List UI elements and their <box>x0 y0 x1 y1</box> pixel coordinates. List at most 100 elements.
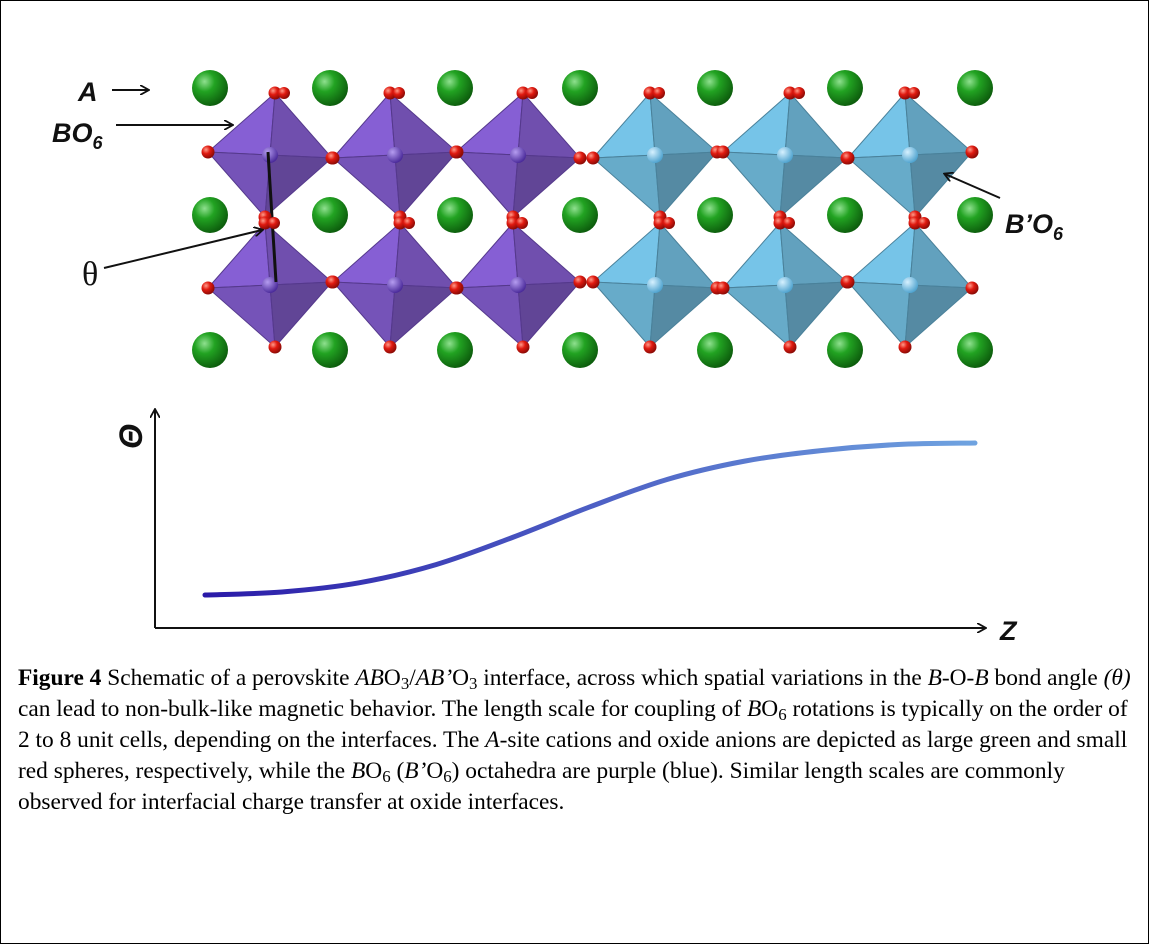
a-site-sphere <box>957 197 993 233</box>
octahedron-face <box>591 154 661 219</box>
octahedron-face <box>721 151 786 219</box>
a-site-sphere <box>312 332 348 368</box>
oxygen-sphere <box>841 151 855 165</box>
x-axis-label: Z <box>999 616 1018 646</box>
oxygen-sphere <box>898 86 912 100</box>
octahedron-face <box>904 91 974 156</box>
b-cation <box>510 277 526 293</box>
oxygen-sphere <box>918 217 930 229</box>
oxygen-spheres <box>201 86 979 354</box>
b-o-b-bond-line <box>266 151 278 283</box>
theta-vs-z-plot: Θ Z <box>113 410 1018 646</box>
octahedron-face <box>721 91 791 156</box>
a-site-sphere <box>562 332 598 368</box>
bo6-octahedron <box>454 91 582 219</box>
bprime-o6-octahedron <box>591 91 719 219</box>
a-site-sphere <box>697 70 733 106</box>
a-site-sphere <box>312 197 348 233</box>
oxygen-sphere <box>449 145 463 159</box>
oxygen-sphere <box>793 87 805 99</box>
oxygen-sphere <box>653 216 667 230</box>
oxygen-sphere <box>201 145 215 159</box>
oxygen-sphere <box>586 275 600 289</box>
octahedron-face <box>591 91 656 159</box>
octahedron-face <box>846 91 911 159</box>
bprime-o6-octahedron <box>721 91 849 219</box>
oxygen-sphere <box>449 281 463 295</box>
bprime-cation <box>777 147 793 163</box>
bo6-octahedron <box>331 221 459 349</box>
bprime-cation <box>777 277 793 293</box>
figure-label: Figure 4 <box>18 665 102 691</box>
oxygen-sphere <box>965 145 979 159</box>
oxygen-sphere <box>516 86 530 100</box>
b-cation <box>387 277 403 293</box>
theta-arrow <box>103 230 262 269</box>
oxygen-sphere <box>393 216 407 230</box>
octahedron-face <box>654 151 719 219</box>
b-cation <box>262 147 278 163</box>
octahedron-face <box>264 154 334 219</box>
octahedron-face <box>721 284 791 349</box>
bprime-cation <box>902 277 918 293</box>
oxygen-sphere <box>506 216 520 230</box>
oxygen-sphere <box>908 216 922 230</box>
octahedron-face <box>591 281 656 349</box>
oxygen-sphere <box>573 275 587 289</box>
b-cation <box>262 277 278 293</box>
oxygen-sphere <box>965 281 979 295</box>
a-site-sphere <box>192 197 228 233</box>
theta-structure-label: θ <box>82 256 98 293</box>
a-site-sphere <box>437 197 473 233</box>
bprime-o6-octahedron <box>846 221 974 349</box>
octahedron-face <box>206 221 271 289</box>
figure-caption: Figure 4 Schematic of a perovskite ABO3/… <box>18 665 1131 815</box>
b-cation <box>387 147 403 163</box>
octahedron-face <box>779 221 849 286</box>
bprime-arrow <box>945 174 1001 199</box>
oxygen-sphere <box>783 86 797 100</box>
oxygen-sphere <box>326 275 340 289</box>
octahedron-face <box>454 221 519 289</box>
a-site-sphere <box>437 70 473 106</box>
oxygen-sphere <box>393 87 405 99</box>
a-site-sphere <box>562 197 598 233</box>
a-site-sphere <box>192 70 228 106</box>
octahedron-face <box>512 154 582 219</box>
oxygen-sphere <box>653 87 665 99</box>
a-site-sphere <box>192 332 228 368</box>
bo6-octahedron <box>206 91 334 219</box>
octahedron-face <box>389 284 459 349</box>
oxygen-sphere <box>573 151 587 165</box>
a-site-sphere <box>697 197 733 233</box>
oxygen-sphere <box>586 151 600 165</box>
octahedron-face <box>909 221 974 289</box>
bo6-octahedron <box>206 221 334 349</box>
oxygen-sphere <box>268 217 280 229</box>
a-site-sphere <box>827 70 863 106</box>
a-site-sphere <box>697 332 733 368</box>
oxygen-sphere <box>783 217 795 229</box>
bprime-cation <box>647 147 663 163</box>
bo6-label: BO6 <box>52 118 104 153</box>
oxygen-sphere <box>773 216 787 230</box>
oxygen-sphere <box>716 145 730 159</box>
oxygen-sphere <box>383 340 397 354</box>
a-site-sphere <box>562 70 598 106</box>
bprime-o6-octahedron <box>846 91 974 219</box>
oxygen-sphere <box>516 340 530 354</box>
octahedron-face <box>269 281 334 349</box>
bprime-o6-octahedron <box>591 221 719 349</box>
oxygen-sphere <box>326 151 340 165</box>
oxygen-sphere <box>783 340 797 354</box>
a-site-sphere <box>827 332 863 368</box>
oxygen-sphere <box>383 86 397 100</box>
a-site-sphere <box>312 70 348 106</box>
octahedron-face <box>454 91 524 156</box>
bprime-o6-label: B’O6 <box>1005 209 1064 244</box>
oxygen-sphere <box>898 340 912 354</box>
oxygen-sphere <box>841 275 855 289</box>
octahedron-face <box>394 221 459 289</box>
bprime-cation <box>647 277 663 293</box>
bprime-cation <box>902 147 918 163</box>
